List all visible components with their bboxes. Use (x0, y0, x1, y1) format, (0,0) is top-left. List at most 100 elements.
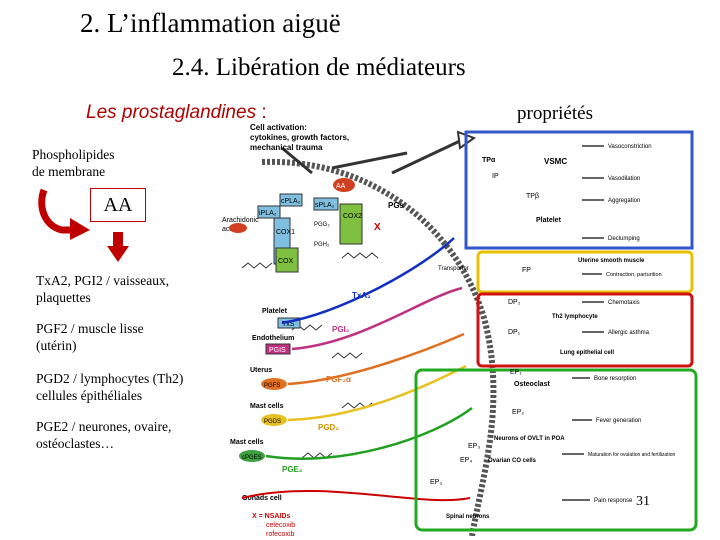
effect-declumping: Declumping (608, 236, 640, 242)
note-pge2-line2: ostéoclastes… (36, 436, 114, 451)
cell-uterus: Uterus (250, 367, 272, 374)
pgis-tag (265, 343, 291, 355)
spla2-tag (313, 197, 339, 211)
cell-mast-1: Mast cells (250, 403, 284, 410)
effect-contraction: Contraction, parturition (606, 272, 662, 278)
note-txa2: TxA2, PGI2 / vaisseaux, plaquettes (36, 272, 169, 306)
arrow-gonads (241, 489, 471, 502)
pgds-tag (261, 414, 287, 426)
cox-tag (275, 247, 299, 273)
effect-aggregation: Aggregation (608, 198, 640, 204)
cpla2-tag (279, 193, 303, 207)
inhibit-x: X (374, 222, 381, 233)
molecule-txa2 (241, 262, 273, 269)
box-vascular (464, 130, 694, 250)
pgh2-label: PGH₂ (314, 242, 330, 248)
mediator-pgd2: PGD₂ (318, 423, 339, 432)
receptor-ep4: EP₄ (460, 457, 472, 464)
nsaid-rofecoxib: rofecoxib (266, 531, 295, 536)
note-pgd2: PGD2 / lymphocytes (Th2) cellules épithé… (36, 370, 183, 404)
note-pgf2-line1: PGF2 / muscle lisse (36, 321, 144, 336)
note-pge2-line1: PGE2 / neurones, ovaire, (36, 419, 172, 434)
aa-box: AA (90, 188, 146, 222)
phospho-line2: de membrane (32, 164, 106, 179)
arrow-pgi2 (291, 286, 463, 351)
effect-fever: Fever generation (596, 418, 641, 424)
cpges-tag (239, 450, 265, 462)
receptor-dp1: DP₁ (508, 329, 521, 336)
effect-vasoconstriction: Vasoconstriction (608, 144, 652, 150)
note-txa2-line2: plaquettes (36, 290, 91, 305)
box-uterine (476, 250, 694, 294)
target-ovlt: Neurons of OVLT in POA (494, 436, 565, 442)
ipla2-tag (257, 205, 281, 219)
transporter-label: Transporter (438, 266, 469, 272)
curved-arrow-icon (38, 188, 90, 240)
cell-mast-2: Mast cells (230, 439, 264, 446)
cpla2-text: cPLA₂ (281, 198, 301, 205)
section-heading: Les prostaglandines : (86, 102, 267, 124)
acid-label: acid (222, 226, 235, 233)
target-vsmc: VSMC (544, 157, 567, 166)
target-osteoclast: Osteoclast (514, 381, 550, 388)
target-th2: Th2 lymphocyte (552, 314, 598, 320)
effect-asthma: Allergic asthma (608, 330, 650, 336)
effect-chemotaxis: Chemotaxis (608, 300, 640, 306)
mediator-pgi2: PGI₂ (332, 325, 350, 334)
receptor-ip-1: IP (492, 173, 499, 180)
arrow-pge2 (265, 406, 473, 460)
txs-text: TxS (282, 321, 295, 328)
arachidonic-label: Arachidonic (222, 217, 259, 224)
page-number: 31 (636, 494, 650, 509)
slide-subtitle: 2.4. Libération de médiateurs (172, 54, 466, 81)
arrow-pgd2 (287, 364, 467, 422)
cell-endothelium: Endothelium (252, 335, 294, 342)
box-immune (476, 292, 694, 368)
cpges-text: cPGES (242, 455, 262, 461)
ipla2-text: iPLA₂ (259, 210, 277, 217)
aa-small-tag (229, 223, 247, 233)
section-name: Les prostaglandines (86, 102, 257, 123)
receptor-ep1: EP₁ (510, 369, 522, 376)
pgfs-text: PGFS (264, 383, 280, 389)
target-uterine: Uterine smooth muscle (578, 258, 645, 264)
receptor-dp2: DP₂ (508, 299, 521, 306)
molecule-pgh2 (341, 252, 379, 259)
molecule-pgf2 (331, 352, 363, 359)
cell-gonads: Gonads cell (242, 495, 282, 502)
receptor-ep3: EP₃ (468, 443, 480, 450)
cell-platelet: Platelet (262, 308, 288, 315)
aa-tag-text: AA (336, 183, 346, 190)
box-pge2-targets (414, 368, 698, 532)
section-sep: : (256, 102, 267, 123)
target-lung: Lung epithelial cell (560, 350, 614, 356)
target-platelet: Platelet (536, 217, 562, 224)
pgs-label: PGs (388, 201, 405, 210)
receptor-tpa: TPα (482, 157, 496, 164)
cell-activation-1: Cell activation: (250, 123, 307, 132)
properties-heading: propriétés (517, 103, 593, 124)
aa-tag (333, 178, 355, 192)
pgfs-tag (261, 378, 287, 390)
mediator-pgf2: PGF₂α (326, 375, 351, 384)
receptor-fp: FP (522, 267, 531, 274)
note-pgf2-line2: (utérin) (36, 338, 77, 353)
note-pgf2: PGF2 / muscle lisse (utérin) (36, 320, 144, 354)
receptor-ep2: EP₂ (512, 409, 524, 416)
cell-activation-3: mechanical trauma (250, 143, 323, 152)
effect-pain: Pain response (594, 498, 633, 504)
down-arrow-icon (107, 232, 129, 262)
receptor-tpb: TPβ (526, 193, 539, 200)
phospho-line1: Phospholipides (32, 147, 115, 162)
cell-activation-2: cytokines, growth factors, (250, 133, 349, 142)
pgds-text: PGDS (264, 419, 281, 425)
target-spinal: Spinal neurons (446, 514, 490, 520)
spla2-text: sPLA₂ (315, 202, 335, 209)
phospholipid-label: Phospholipides de membrane (32, 146, 115, 180)
target-ovarian: Ovarian CO cells (488, 458, 537, 464)
cox1-text: COX1 (276, 229, 295, 236)
cox-text: COX (278, 258, 294, 265)
arrow-txa2 (281, 237, 455, 325)
effect-vasodilation: Vasodilation (608, 176, 640, 182)
cox2-text: COX2 (343, 213, 362, 220)
